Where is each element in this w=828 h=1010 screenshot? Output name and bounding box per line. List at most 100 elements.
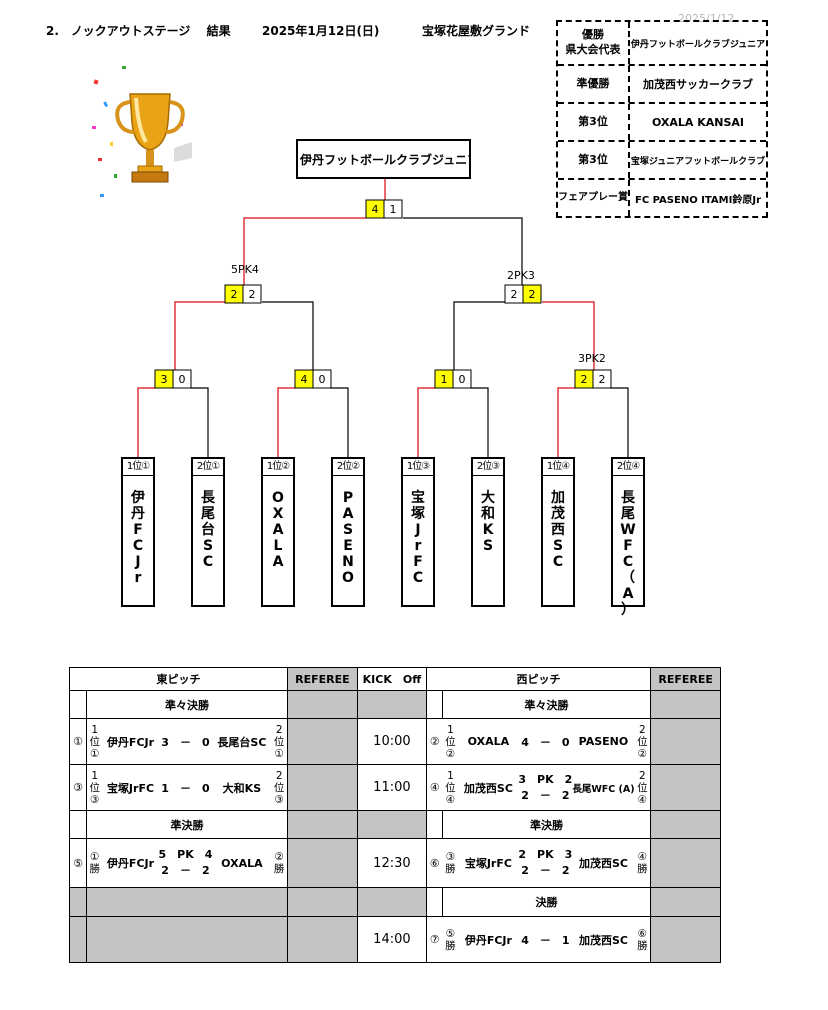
kickoff-cell bbox=[356, 810, 427, 839]
team-name-char: O bbox=[342, 570, 354, 586]
score-value: 0 bbox=[459, 373, 466, 386]
round-row-sf: 準決勝 準決勝 bbox=[69, 810, 722, 839]
kickoff-time: 11:00 bbox=[356, 764, 427, 811]
score-value: 2 bbox=[599, 373, 606, 386]
seed-char: ④ bbox=[637, 851, 648, 863]
empty-cell bbox=[86, 887, 288, 917]
team-name-char: W bbox=[620, 522, 636, 538]
empty-cell bbox=[425, 887, 443, 917]
score-cell bbox=[452, 369, 472, 389]
team-home: 加茂西SC bbox=[458, 764, 519, 811]
kickoff-time: 12:30 bbox=[356, 838, 427, 888]
empty-cell bbox=[69, 810, 87, 839]
score-cell bbox=[312, 369, 332, 389]
score-cell bbox=[522, 284, 542, 304]
pk-result-label: 2PK3 bbox=[507, 269, 535, 282]
score-value: 4 bbox=[301, 373, 308, 386]
referee-header: REFEREE bbox=[286, 667, 358, 691]
kickoff-time: 14:00 bbox=[356, 916, 427, 963]
team-home: 伊丹FCJr bbox=[102, 838, 159, 888]
match-number: ⑥ bbox=[425, 838, 443, 888]
team-name-char: A bbox=[342, 506, 354, 522]
seed-char: 勝 bbox=[89, 863, 101, 875]
kickoff-cell bbox=[356, 690, 427, 719]
round-label: 準決勝 bbox=[86, 810, 288, 839]
team-name-char: 台 bbox=[201, 522, 215, 538]
seed-char: 位 bbox=[89, 781, 101, 794]
score-cell bbox=[383, 199, 403, 219]
award-row-runner-up: 準優勝 加茂西サッカークラブ bbox=[558, 66, 766, 104]
award-team: 伊丹フットボールクラブジュニア bbox=[630, 39, 766, 50]
match-number: ② bbox=[425, 718, 443, 765]
seed-char: 2 bbox=[275, 723, 283, 736]
team-name-char: 長 bbox=[621, 490, 635, 506]
match-number: ⑦ bbox=[425, 916, 443, 963]
score-cell bbox=[242, 284, 262, 304]
seed-char: ② bbox=[637, 747, 648, 760]
match-date: 2025年1月12日(日) bbox=[262, 24, 380, 38]
score-value: 4 bbox=[372, 203, 379, 216]
seed-char: 位 bbox=[273, 735, 285, 748]
match-number: ④ bbox=[425, 764, 443, 811]
team-name-char: J bbox=[415, 522, 421, 538]
team-away: OXALA bbox=[212, 838, 272, 888]
empty-cell bbox=[69, 887, 87, 917]
seed-char: ④ bbox=[445, 793, 456, 806]
round-label: 準決勝 bbox=[441, 810, 652, 839]
team-seed: 1位② bbox=[263, 459, 293, 476]
team-name-char: 西 bbox=[551, 522, 565, 538]
team-name-char: 茂 bbox=[551, 506, 565, 522]
team-away: 大和KS bbox=[212, 764, 272, 811]
referee-cell bbox=[286, 887, 358, 917]
seed-char: ① bbox=[90, 851, 100, 863]
team-name-char: r bbox=[134, 570, 142, 586]
west-pitch-header: 西ピッチ bbox=[425, 667, 652, 691]
pk-score: 5 PK 4 bbox=[158, 848, 213, 861]
referee-cell bbox=[286, 718, 358, 765]
award-team: OXALA KANSAI bbox=[651, 115, 745, 129]
score-value: 2 bbox=[529, 288, 536, 301]
referee-header: REFEREE bbox=[650, 667, 722, 691]
award-label: 第3位 bbox=[558, 142, 630, 178]
team-away: 加茂西SC bbox=[572, 916, 635, 963]
match-score: 4 － 1 bbox=[518, 916, 573, 963]
team-home: 宝塚JrFC bbox=[458, 838, 519, 888]
seed-char: ⑤ bbox=[445, 927, 456, 940]
seed-char: 勝 bbox=[445, 939, 456, 952]
award-row-third-a: 第3位 OXALA KANSAI bbox=[558, 104, 766, 142]
seed-char: 2 bbox=[639, 723, 646, 736]
team-name-char: F bbox=[133, 522, 143, 538]
match-number: ① bbox=[69, 718, 87, 765]
seed-char: 位 bbox=[89, 735, 101, 748]
kickoff-time: 10:00 bbox=[356, 718, 427, 765]
referee-cell bbox=[650, 690, 722, 719]
trophy-icon bbox=[92, 66, 192, 197]
kickoff-cell bbox=[356, 887, 427, 917]
seed-char: 2 bbox=[639, 769, 646, 782]
